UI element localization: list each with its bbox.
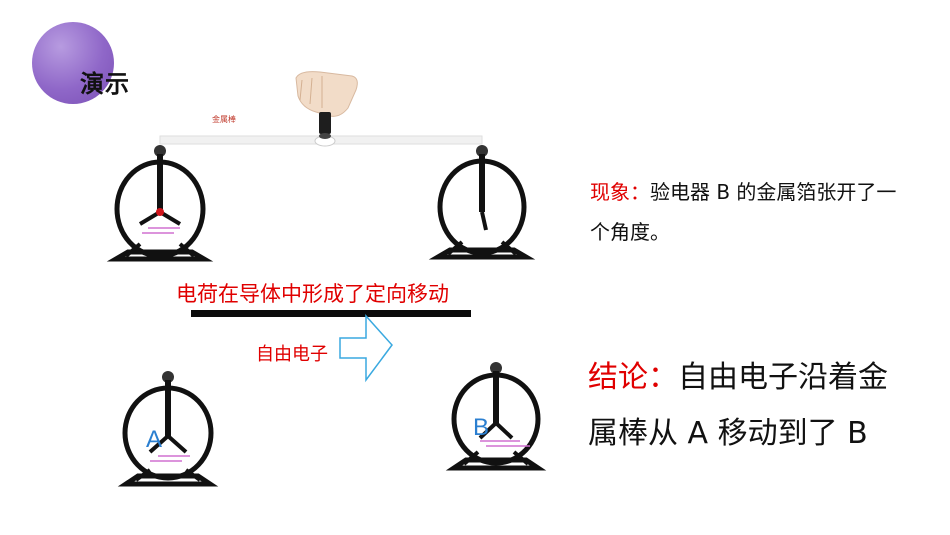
hand-icon [295, 71, 358, 139]
phenomenon-label: 现象： [590, 180, 650, 204]
slide-title: 演示 [80, 70, 130, 98]
phenomenon-text: 现象：验电器 B 的金属箔张开了一个角度。 [590, 172, 910, 252]
electroscope-top-right [428, 145, 536, 260]
conductor-bar [191, 310, 471, 317]
conclusion-text: 结论：自由电子沿着金属棒从 A 移动到了 B [588, 350, 888, 462]
electroscope-a-letter: A [146, 426, 162, 453]
conclusion-body: 自由电子沿着金属棒从 A 移动到了 B [588, 360, 888, 451]
conduction-caption: 电荷在导体中形成了定向移动 [176, 282, 449, 306]
electroscope-top-left [106, 145, 214, 262]
metal-rod-label: 金属棒 [212, 115, 236, 124]
conclusion-label: 结论： [588, 360, 678, 395]
phenomenon-body: 验电器 B 的金属箔张开了一个角度。 [590, 180, 897, 244]
electroscope-bottom-left [117, 371, 219, 487]
free-electron-label: 自由电子 [256, 344, 328, 365]
electron-direction-arrow-icon [339, 314, 393, 383]
electroscope-b-letter: B [473, 414, 489, 441]
electroscope-bottom-right [445, 362, 547, 471]
title-badge-circle [32, 22, 114, 104]
